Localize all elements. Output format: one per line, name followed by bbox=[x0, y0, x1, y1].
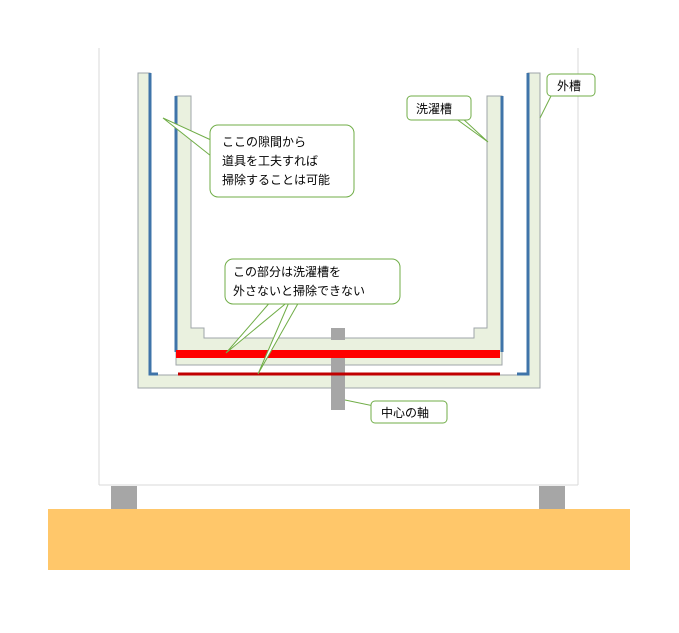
gap-note-line-1: ここの隙間から bbox=[222, 135, 306, 149]
gap-note-line-3: 掃除することは可能 bbox=[222, 172, 330, 187]
bottom-note-callout: この部分は洗濯槽を 外さないと掃除できない bbox=[224, 258, 401, 375]
outer-tub-label: 外槽 bbox=[557, 79, 581, 93]
left-leg bbox=[111, 486, 137, 510]
wash-tub-bottom-highlight bbox=[176, 350, 500, 358]
wash-tub bbox=[175, 95, 503, 366]
cabinet bbox=[98, 48, 579, 486]
shaft-upper bbox=[331, 328, 345, 340]
outer-tub-callout: 外槽 bbox=[539, 73, 596, 119]
wash-tub-wall bbox=[174, 96, 504, 352]
right-leg bbox=[539, 486, 565, 510]
bottom-note-line-1: この部分は洗濯槽を bbox=[233, 264, 341, 279]
shaft bbox=[331, 355, 345, 410]
shaft-callout: 中心の軸 bbox=[344, 399, 448, 424]
wash-tub-label: 洗濯槽 bbox=[416, 102, 452, 116]
bottom-note-line-2: 外さないと掃除できない bbox=[233, 283, 365, 298]
shaft-label: 中心の軸 bbox=[381, 405, 429, 420]
floor bbox=[48, 509, 630, 570]
gap-note-line-2: 道具を工夫すれば bbox=[222, 154, 318, 168]
outer-tub-wall bbox=[148, 73, 530, 376]
gap-note-callout: ここの隙間から 道具を工夫すれば 掃除することは可能 bbox=[162, 117, 355, 198]
wash-tub-callout: 洗濯槽 bbox=[406, 95, 489, 143]
